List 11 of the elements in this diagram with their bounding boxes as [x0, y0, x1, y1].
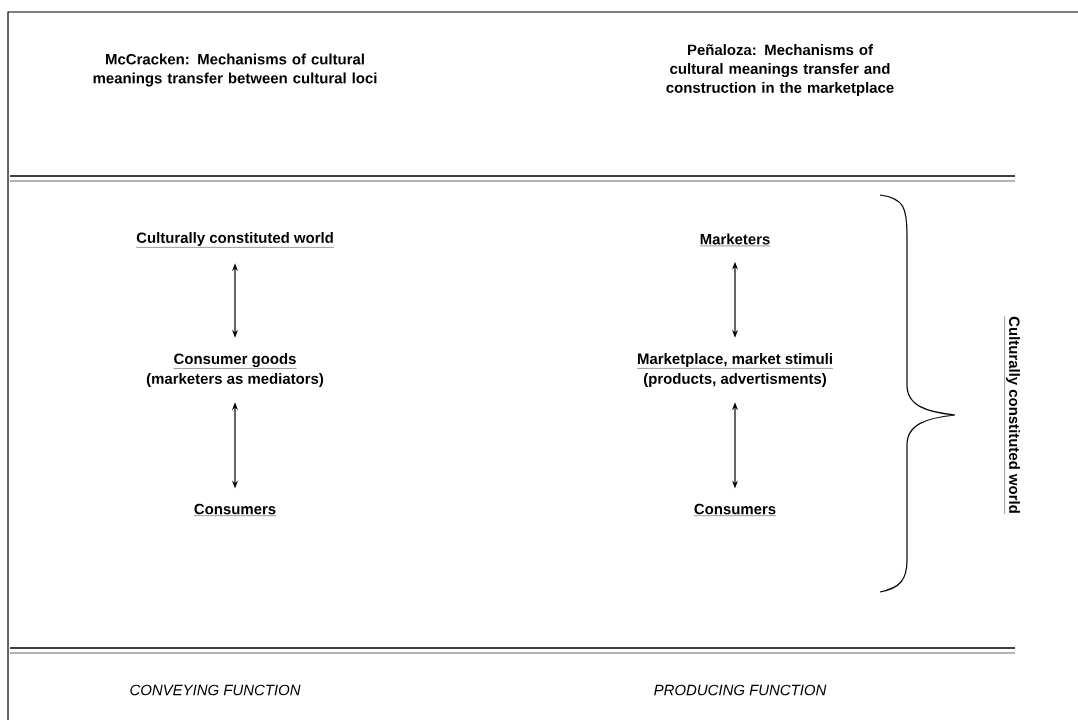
column-heading: McCracken: Mechanisms of cultural meanings transfer between cultural loci [93, 53, 377, 87]
text-node: Consumers [193, 503, 277, 516]
text-node: Marketers [699, 233, 771, 247]
function-label: PRODUCING FUNCTION [654, 684, 827, 696]
function-label: CONVEYING FUNCTION [130, 684, 301, 696]
text-node: Consumers [693, 503, 777, 516]
column-heading: Peñaloza: Mechanisms of cultural meanings transfer and construction in the marketplace [666, 44, 894, 96]
text-node: Consumer goods (marketers as mediators) [146, 353, 324, 387]
text-node: Marketplace, market stimuli (products, advertisments) [636, 353, 834, 387]
vertical-label: Culturally constituted world [1004, 316, 1020, 514]
text-node: Culturally constituted world [136, 232, 334, 248]
